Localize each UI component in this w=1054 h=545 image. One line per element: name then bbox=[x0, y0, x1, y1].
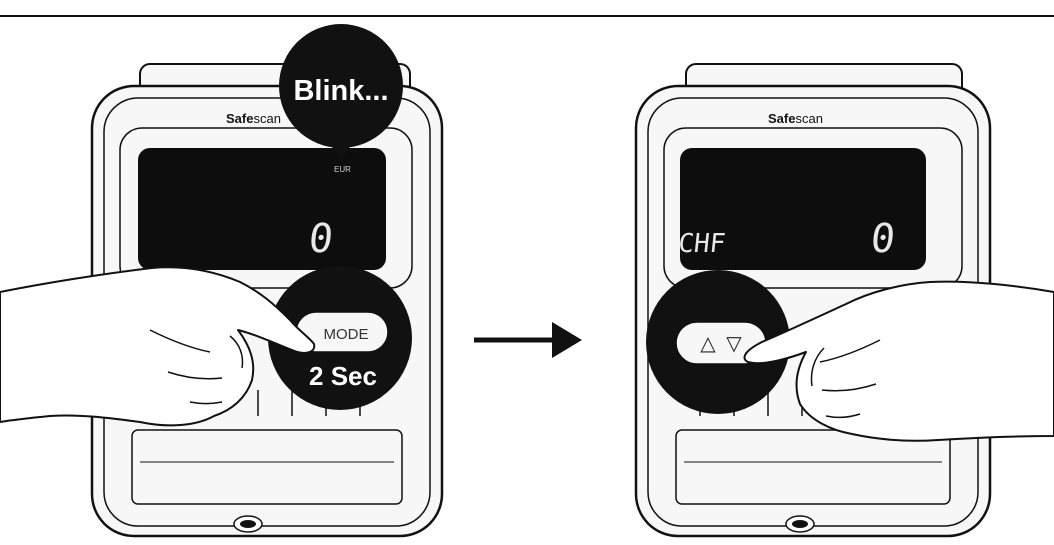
up-arrow-icon: △ bbox=[700, 333, 716, 355]
hold-duration-label: 2 Sec bbox=[309, 361, 377, 391]
count-readout: 0 bbox=[868, 216, 897, 262]
count-readout: 0 bbox=[306, 216, 335, 262]
brand-logo: Safescan bbox=[768, 111, 823, 126]
currency-readout: CHF bbox=[677, 229, 727, 259]
down-arrow-icon: ▽ bbox=[726, 333, 742, 355]
blink-label: Blink... bbox=[293, 75, 388, 107]
brand-logo: Safescan bbox=[226, 111, 281, 126]
currency-label-small: EUR bbox=[334, 165, 351, 174]
next-step-arrow bbox=[474, 322, 582, 358]
mode-button-label: MODE bbox=[324, 326, 369, 343]
left-device: Safescan EUR 0 Blink... MODE 2 Sec bbox=[0, 24, 442, 536]
right-device: Safescan CHF 0 △ ▽ bbox=[636, 64, 1054, 536]
